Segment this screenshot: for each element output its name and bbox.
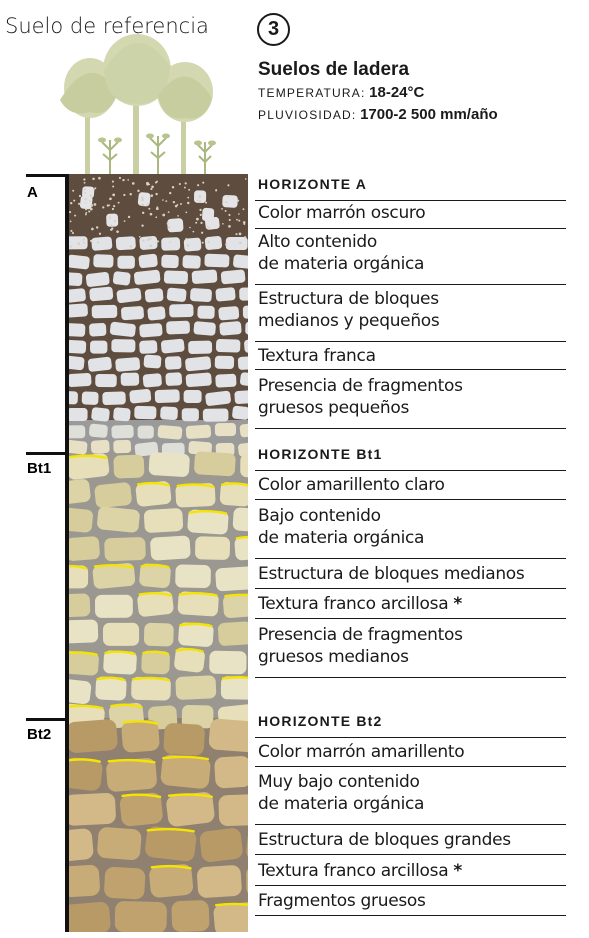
reference-number-badge: 3 [257, 13, 290, 46]
rainfall-value: 1700-2 500 mm/año [360, 106, 498, 123]
horizon-bt1-property: Estructura de bloques medianos [255, 563, 566, 589]
horizon-bt1-property: Presencia de fragmentos gruesos medianos [255, 624, 566, 678]
rainfall-label: PLUVIOSIDAD: [258, 108, 357, 122]
horizon-bt2-heading: HORIZONTE Bt2 [258, 713, 383, 729]
property-text: Textura franco arcillosa [258, 594, 449, 614]
page-title: Suelo de referencia [5, 14, 209, 38]
property-text: Textura franco arcillosa [258, 861, 449, 881]
horizon-a-tick [26, 174, 69, 177]
asterisk-note: * [453, 594, 463, 614]
divider [255, 737, 566, 738]
horizon-bt2-property: Muy bajo contenido de materia orgánica [255, 771, 566, 825]
horizon-a-property: Color marrón oscuro [255, 202, 566, 229]
horizon-bt2-property: Color marrón amarillento [255, 741, 566, 767]
divider [255, 200, 566, 201]
depth-axis-line [65, 174, 69, 932]
temperature-value: 18-24°C [369, 84, 425, 101]
horizon-a-label: A [27, 184, 38, 201]
horizon-bt2-property: Estructura de bloques grandes [255, 829, 566, 855]
horizon-bt1-property: Bajo contenido de materia orgánica [255, 505, 566, 559]
horizon-bt2-tick [26, 718, 69, 721]
horizon-bt1-property: Color amarillento claro [255, 474, 566, 500]
horizon-a-heading: HORIZONTE A [258, 176, 368, 192]
divider [255, 470, 566, 471]
soil-speckles [68, 176, 247, 248]
horizon-bt2-label: Bt2 [27, 726, 51, 743]
horizon-bt2-property: Textura franco arcillosa * [255, 860, 566, 886]
soil-blocks [68, 186, 248, 932]
horizon-a-property: Alto contenido de materia orgánica [255, 231, 566, 285]
horizon-bt2-property: Fragmentos gruesos [255, 890, 566, 916]
asterisk-note: * [453, 861, 463, 881]
horizon-bt1-label: Bt1 [27, 460, 51, 477]
horizon-bt1-heading: HORIZONTE Bt1 [258, 446, 383, 462]
horizon-a-property: Textura franca [255, 345, 566, 370]
horizon-bt1-property: Textura franco arcillosa * [255, 593, 566, 619]
horizon-a-property: Presencia de fragmentos gruesos pequeños [255, 375, 566, 429]
soil-type-title: Suelos de ladera [258, 59, 410, 80]
temperature-line: TEMPERATURA: 18-24°C [258, 84, 424, 101]
rainfall-line: PLUVIOSIDAD: 1700-2 500 mm/año [258, 106, 498, 123]
horizon-bt1-tick [26, 452, 69, 455]
trees-icon [60, 34, 216, 174]
horizon-a-property: Estructura de bloques medianos y pequeño… [255, 288, 566, 342]
soil-profile-illustration: A Bt1 Bt2 [26, 34, 248, 932]
temperature-label: TEMPERATURA: [258, 86, 366, 100]
